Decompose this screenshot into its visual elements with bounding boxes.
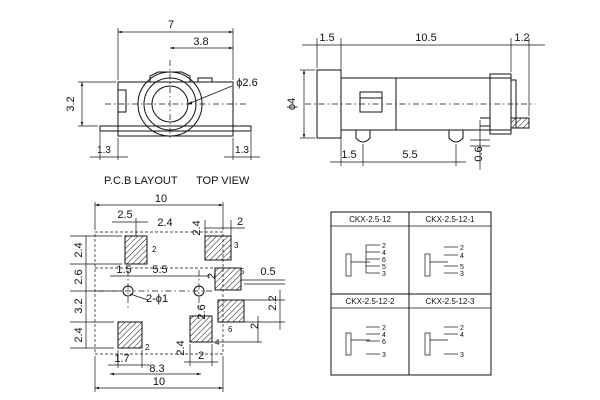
dim-pcb-width-bottom: 10 bbox=[153, 376, 165, 388]
pad-label-2-bottom: 2 bbox=[145, 343, 150, 352]
pad-label-2-top: 2 bbox=[152, 245, 157, 254]
pcb-layout: 2 3 5 6 4 2 10 2.5 2.4 2.4 2 2.4 2. bbox=[70, 193, 285, 392]
pin-2-0: 2 bbox=[460, 245, 464, 252]
dim-top-right: 1.2 bbox=[514, 32, 529, 44]
pin-2-2: 5 bbox=[460, 264, 464, 271]
mounting-base bbox=[99, 125, 252, 137]
dim-pcb-width-top: 10 bbox=[155, 193, 167, 205]
dim-top-length: 10.5 bbox=[415, 32, 436, 44]
dim-pcb-c: 2.4 bbox=[191, 220, 203, 235]
left-clip bbox=[117, 89, 127, 113]
dim-pcb-bottom-2-4: 2.4 bbox=[175, 340, 187, 355]
top-view: 1.5 10.5 1.2 ϕ4 1.5 5.5 0.6 bbox=[286, 32, 545, 170]
dim-pcb-pad-2: 2 bbox=[206, 273, 218, 279]
pad-6 bbox=[217, 299, 245, 323]
pin-1-0: 2 bbox=[382, 243, 386, 250]
pad-label-5: 5 bbox=[240, 267, 245, 276]
dim-pcb-hole-spacing: 5.5 bbox=[152, 264, 167, 276]
pad-4 bbox=[189, 315, 213, 343]
pin-3-1: 4 bbox=[382, 332, 386, 339]
pin-1-4: 3 bbox=[382, 271, 386, 278]
dim-top-pin-height: 0.6 bbox=[473, 146, 485, 161]
pad-label-4: 4 bbox=[215, 338, 220, 347]
pad-2-top bbox=[124, 235, 148, 265]
dim-pcb-2-6: 2.6 bbox=[196, 304, 208, 319]
dim-left-tab: 1.3 bbox=[97, 145, 111, 156]
caption-pcb-layout: P.C.B LAYOUT bbox=[104, 175, 178, 187]
schematic-variant-3: 2 4 6 3 bbox=[345, 325, 386, 359]
pin-3-3: 3 bbox=[382, 352, 386, 359]
dim-pcb-left-2: 2.6 bbox=[73, 269, 85, 284]
pin-4-2: 3 bbox=[460, 352, 464, 359]
dim-top-left: 1.5 bbox=[319, 32, 334, 44]
variant-title-1: CKX-2.5-12 bbox=[349, 215, 391, 224]
side-view: 7 3.8 3.2 ϕ2.6 1.3 1.3 P.C.B LAYOUT TOP … bbox=[65, 19, 260, 187]
pad-3 bbox=[204, 235, 232, 261]
variant-title-3: CKX-2.5-12-2 bbox=[346, 297, 395, 306]
dim-pcb-bottom-2: 2 bbox=[198, 350, 204, 362]
contact-window bbox=[359, 91, 383, 113]
pad-label-3: 3 bbox=[234, 241, 239, 250]
pad-2-bottom bbox=[117, 321, 143, 349]
pin-2-1: 4 bbox=[460, 253, 464, 260]
dim-height-3-2: 3.2 bbox=[65, 96, 77, 111]
schematic-variant-4: 2 4 3 bbox=[424, 325, 464, 359]
pin-left bbox=[355, 130, 371, 143]
dim-pcb-left-4: 2.4 bbox=[73, 327, 85, 342]
dim-pcb-hole-dia: 2-ϕ1 bbox=[146, 293, 168, 305]
pin-2-3: 3 bbox=[460, 271, 464, 278]
dim-pcb-hole-offset: 1.5 bbox=[116, 264, 131, 276]
dim-pcb-left-1: 2.4 bbox=[73, 242, 85, 257]
dim-pcb-d: 2 bbox=[237, 216, 243, 228]
dim-pcb-2-2: 2.2 bbox=[267, 295, 279, 310]
variant-title-4: CKX-2.5-12-3 bbox=[426, 297, 475, 306]
pin-1-2: 6 bbox=[382, 257, 386, 264]
variant-table: CKX-2.5-12 CKX-2.5-12-1 CKX-2.5-12-2 CKX… bbox=[330, 211, 492, 376]
dim-pcb-2b: 2 bbox=[249, 323, 261, 329]
dim-pcb-a: 2.5 bbox=[117, 209, 132, 221]
rear-terminal bbox=[510, 117, 530, 129]
pin-4-0: 2 bbox=[460, 325, 464, 332]
dim-width-7: 7 bbox=[168, 19, 174, 31]
dim-offset-3-8: 3.8 bbox=[193, 36, 208, 48]
dim-top-pin-spacing: 5.5 bbox=[402, 149, 417, 161]
schematic-variant-2: 2 4 5 3 bbox=[424, 245, 464, 278]
dim-pcb-bottom-8-3: 8.3 bbox=[149, 363, 164, 375]
dim-pcb-left-3: 3.2 bbox=[73, 298, 85, 313]
schematic-variant-1: 2 4 6 5 3 bbox=[345, 243, 386, 278]
pin-4-1: 4 bbox=[460, 332, 464, 339]
dim-pcb-bottom-1-7: 1.7 bbox=[114, 353, 129, 365]
dim-top-pin-offset: 1.5 bbox=[341, 149, 356, 161]
pin-1-1: 4 bbox=[382, 250, 386, 257]
dim-pcb-0-5: 0.5 bbox=[260, 266, 275, 278]
pin-3-0: 2 bbox=[382, 325, 386, 332]
pin-1-3: 5 bbox=[382, 264, 386, 271]
dim-diameter-2-6: ϕ2.6 bbox=[236, 77, 257, 89]
pad-5 bbox=[214, 267, 242, 291]
variant-title-2: CKX-2.5-12-1 bbox=[426, 215, 475, 224]
dim-pcb-b: 2.4 bbox=[157, 217, 172, 229]
pad-label-6: 6 bbox=[228, 325, 233, 334]
dim-right-tab: 1.3 bbox=[235, 145, 249, 156]
dim-top-diameter: ϕ4 bbox=[286, 98, 298, 110]
pin-right bbox=[448, 130, 464, 143]
caption-top-view: TOP VIEW bbox=[196, 175, 250, 187]
pin-3-2: 6 bbox=[382, 339, 386, 346]
